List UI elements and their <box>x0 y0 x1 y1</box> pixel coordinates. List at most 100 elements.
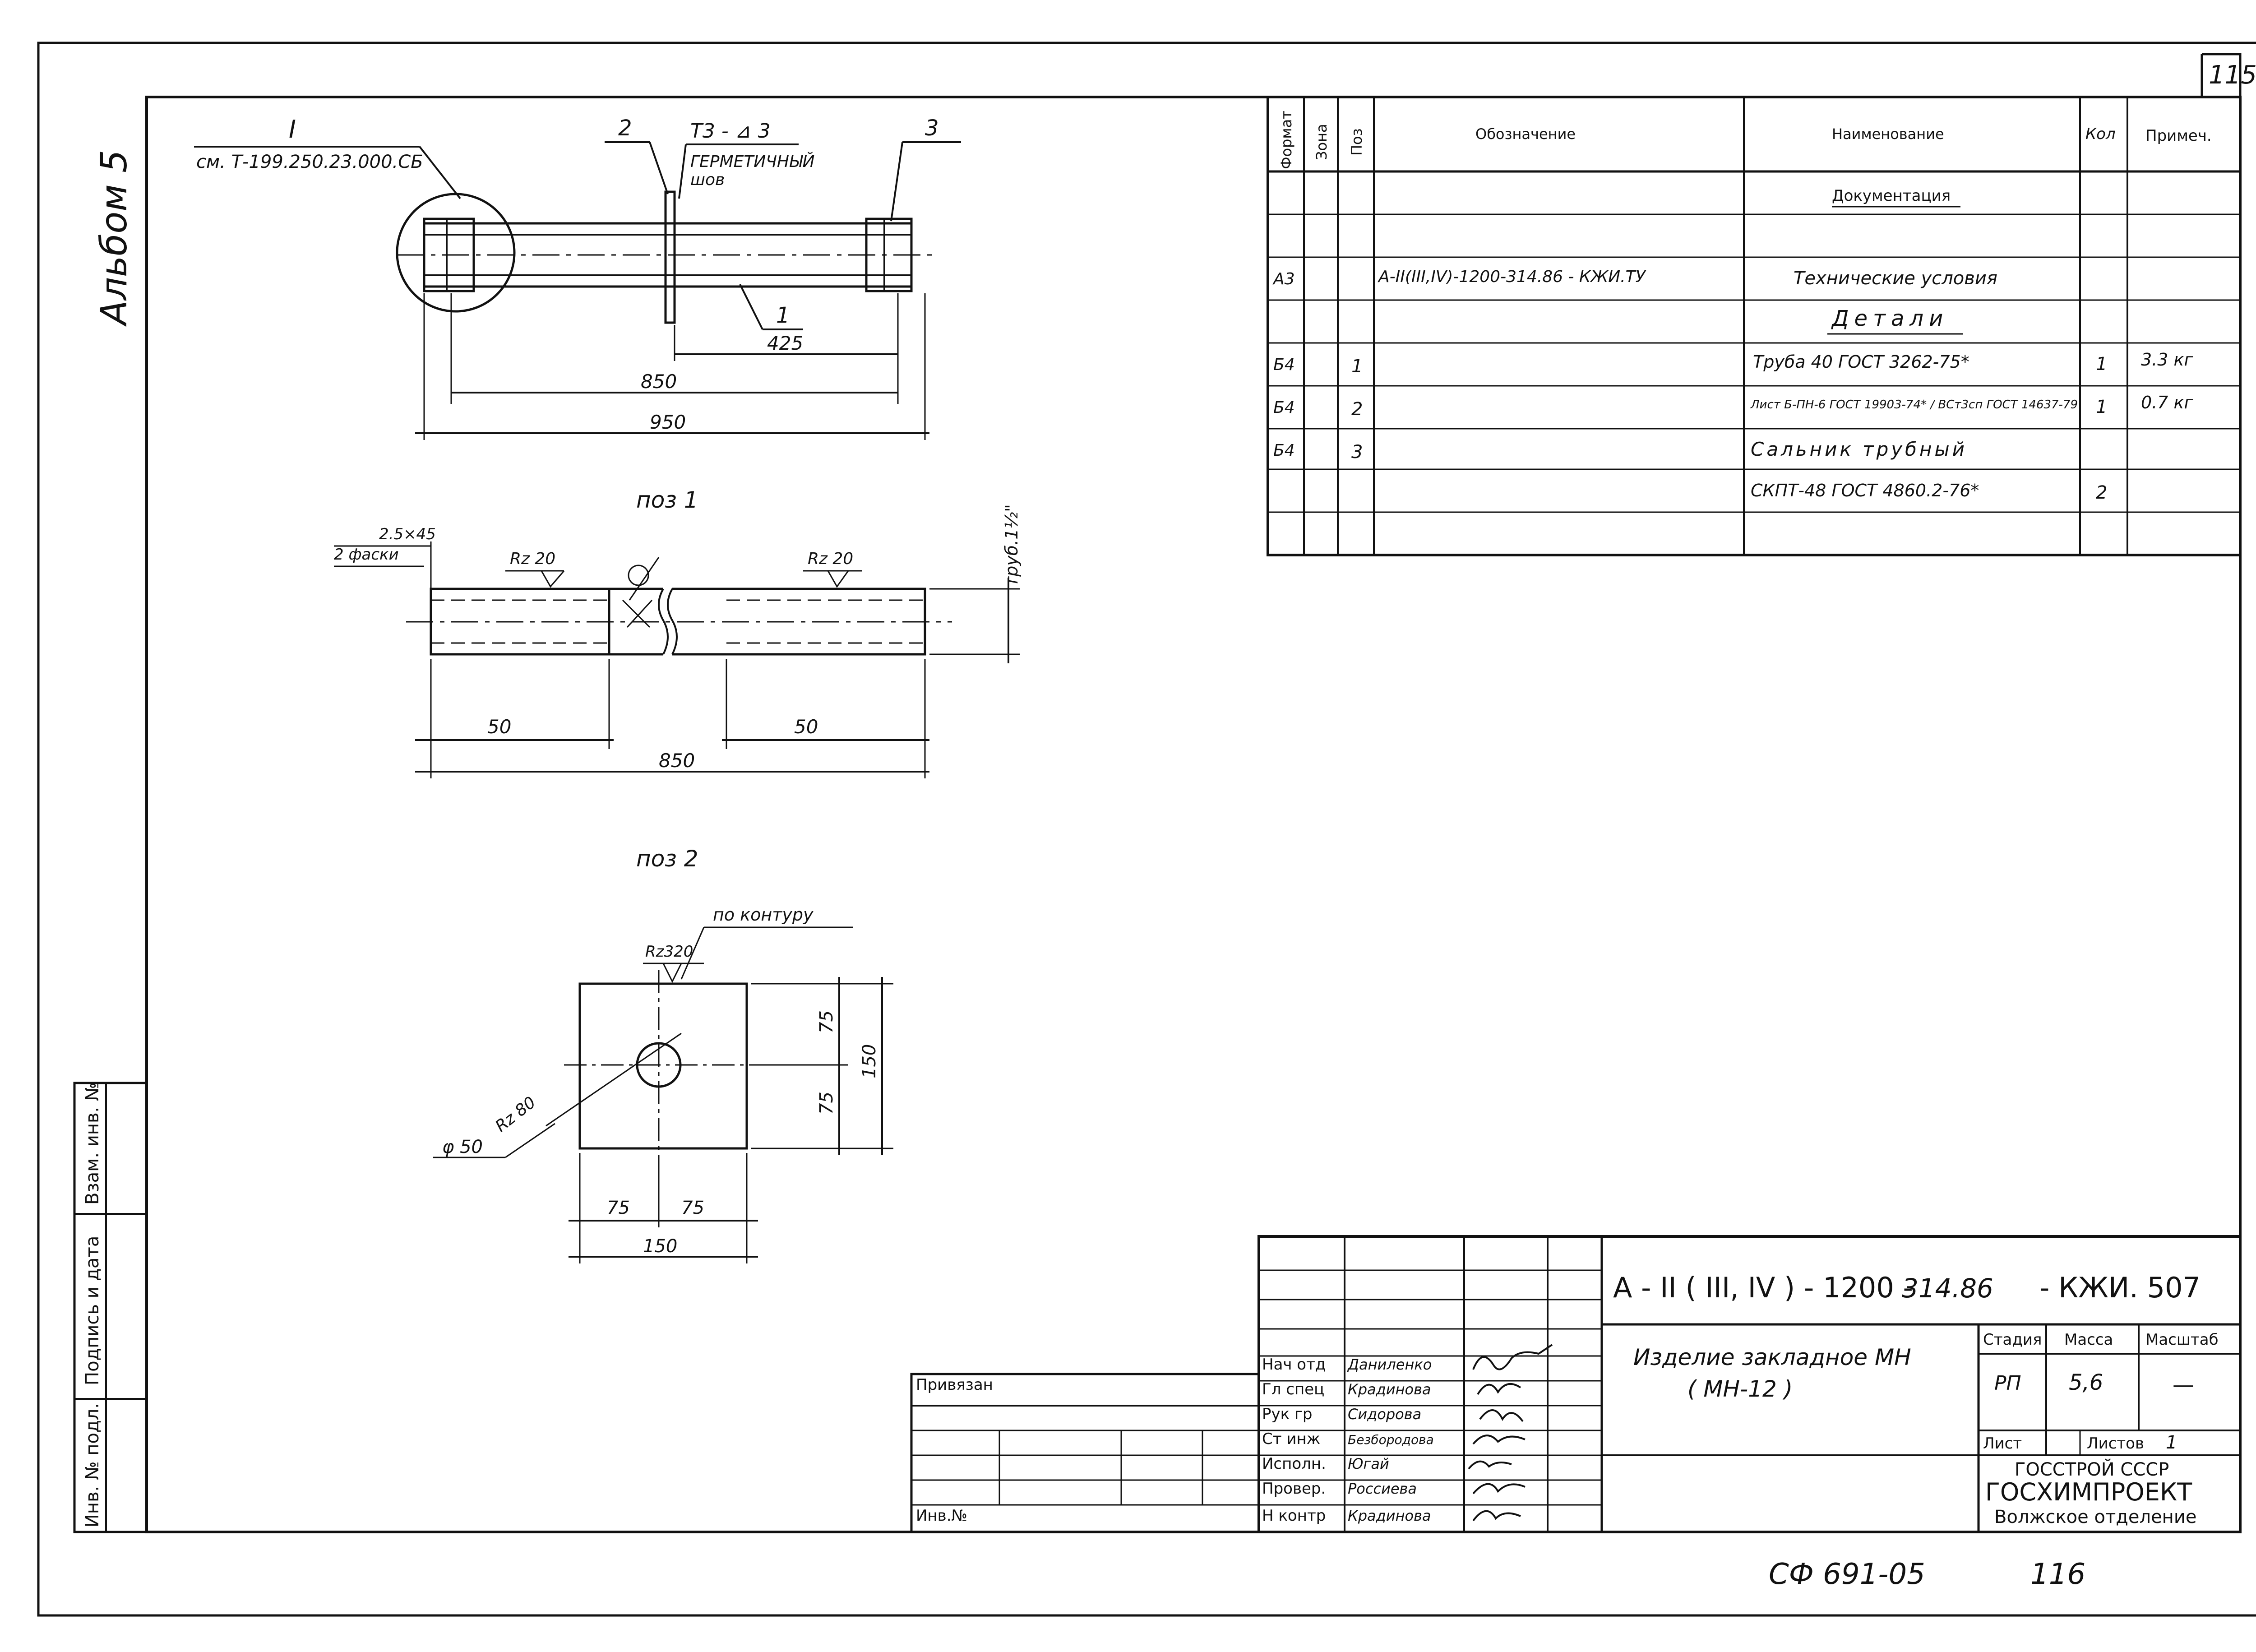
stamp-sheets-value: 1 <box>2166 1432 2177 1453</box>
strip-label-inventory: Инв. № подл. <box>82 1403 103 1527</box>
spec-row-3-name: Детали <box>1831 306 1948 331</box>
stamp-org-3: Волжское отделение <box>1994 1507 2196 1527</box>
spec-header-format: Формат <box>1278 111 1295 169</box>
pos2-dim-h-75-left: 75 <box>607 1198 630 1218</box>
sig-role-5: Провер. <box>1262 1480 1326 1498</box>
weld-symbol: Т3 - ⊿ 3 <box>690 120 771 143</box>
spec-row-2-name: Технические условия <box>1794 268 1997 289</box>
spec-row-6-format: Б4 <box>1273 441 1295 460</box>
stamp-title-line1: Изделие закладное МН <box>1633 1344 1911 1370</box>
stamp-stage: РП <box>1994 1372 2021 1395</box>
strip-label-signature: Подпись и дата <box>82 1236 103 1385</box>
spec-row-2-designation: А-II(III,IV)-1200-314.86 - КЖИ.ТУ <box>1378 268 1646 286</box>
spec-row-0-name: Документация <box>1832 187 1951 205</box>
sig-role-3: Ст инж <box>1262 1430 1320 1448</box>
album-label: Альбом 5 <box>93 150 135 327</box>
spec-row-6-pos: 3 <box>1351 442 1363 463</box>
spec-row-5-format: Б4 <box>1273 398 1295 417</box>
pos1-dim-850: 850 <box>659 750 695 772</box>
spec-table: Формат Зона Поз Обозначение Наименование… <box>1267 96 2242 556</box>
callout-3: 3 <box>925 116 939 141</box>
pos1-chamfer-2: 2 фаски <box>334 546 399 564</box>
pos2-dim-v-75-top: 75 <box>816 1010 837 1033</box>
pos2-view: поз 2 по контуру Rz320 Rz 80 φ 50 75 75 … <box>433 846 893 1263</box>
spec-row-5-name: Лист Б-ПН-6 ГОСТ 19903-74* / ВСт3сп ГОСТ… <box>1750 398 2078 412</box>
spec-header-name: Наименование <box>1832 125 1944 143</box>
sig-role-1: Гл спец <box>1262 1380 1324 1398</box>
spec-header-designation: Обозначение <box>1475 125 1576 143</box>
sig-role-2: Рук гр <box>1262 1405 1312 1423</box>
stamp-bound-label: Привязан <box>916 1376 993 1394</box>
stamp-sheet-label: Лист <box>1983 1435 2022 1453</box>
stamp-header-stage: Стадия <box>1983 1331 2042 1349</box>
stamp-org-2: ГОСХИМПРОЕКТ <box>1985 1478 2192 1506</box>
pos1-title: поз 1 <box>636 487 698 513</box>
stamp-title-line2: ( МН-12 ) <box>1687 1376 1793 1402</box>
pos1-roughness-right: Rz 20 <box>808 550 853 568</box>
spec-row-7-qty: 2 <box>2096 482 2107 503</box>
pos2-roughness-top: Rz320 <box>645 943 693 961</box>
spec-row-5-qty: 1 <box>2096 397 2107 417</box>
pos1-pipe-label: труб.1½" <box>1002 504 1022 587</box>
stamp-code-suffix: - КЖИ. 507 <box>2039 1271 2201 1304</box>
spec-header-qty: Кол <box>2085 125 2116 143</box>
pos2-title: поз 2 <box>636 846 698 872</box>
stamp-mass: 5,6 <box>2069 1370 2103 1395</box>
sig-role-0: Нач отд <box>1262 1356 1326 1374</box>
pos2-dim-h-150: 150 <box>643 1236 677 1257</box>
stamp-scale: — <box>2173 1372 2194 1397</box>
sig-role-6: Н контр <box>1262 1507 1326 1525</box>
stamp-code-prefix: А - II ( III, IV ) - 1200 - <box>1613 1271 1913 1304</box>
sig-name-1: Крадинова <box>1348 1381 1431 1398</box>
sig-name-0: Даниленко <box>1347 1356 1432 1373</box>
sig-name-2: Сидорова <box>1348 1406 1421 1423</box>
stamp-org-1: ГОССТРОЙ СССР <box>2015 1458 2169 1480</box>
spec-row-4-name: Труба 40 ГОСТ 3262-75* <box>1753 352 1969 372</box>
callout-1: 1 <box>776 303 790 328</box>
spec-row-4-pos: 1 <box>1351 356 1363 377</box>
pos2-plate <box>578 982 748 1150</box>
sig-name-6: Крадинова <box>1348 1507 1431 1524</box>
pos1-dim-50-left: 50 <box>487 716 511 738</box>
stamp-sheets-label: Листов <box>2087 1435 2144 1453</box>
spec-row-5-note: 0.7 кг <box>2141 393 2193 412</box>
spec-row-7-name: СКПТ-48 ГОСТ 4860.2-76* <box>1751 481 1979 500</box>
outer-frame <box>37 42 2256 1617</box>
pos1-view: поз 1 2.5×45 2 фаски Rz 20 Rz 20 труб.1½… <box>334 487 1022 778</box>
sheet-number-box <box>2201 53 2242 97</box>
pos2-roughness-hole: Rz 80 <box>492 1093 539 1136</box>
spec-row-2-format: А3 <box>1272 270 1295 288</box>
spec-header-note: Примеч. <box>2145 127 2212 145</box>
dim-950: 950 <box>650 411 686 433</box>
spec-row-4-qty: 1 <box>2096 354 2107 375</box>
stamp-header-mass: Масса <box>2064 1331 2113 1349</box>
signature-scribbles <box>1468 1344 1553 1522</box>
strip-label-replaced: Взам. инв. № <box>82 1082 103 1205</box>
spec-row-4-format: Б4 <box>1273 356 1295 374</box>
dim-425: 425 <box>767 332 803 354</box>
detail-circle <box>396 193 516 313</box>
left-strip: Взам. инв. № Подпись и дата Инв. № подл. <box>73 1082 148 1533</box>
pos2-dim-h-75-right: 75 <box>681 1198 704 1218</box>
spec-header-pos: Поз <box>1348 128 1365 156</box>
stamp-code-number: 314.86 <box>1902 1273 1993 1304</box>
weld-note-2: шов <box>690 171 725 189</box>
dim-850-top: 850 <box>641 370 677 393</box>
sig-name-3: Безбородова <box>1348 1432 1434 1447</box>
footer-number: 116 <box>2030 1558 2085 1591</box>
stamp-header-scale: Масштаб <box>2145 1331 2219 1349</box>
weld-note-1: ГЕРМЕТИЧНЫЙ <box>690 152 814 171</box>
spec-header-zone: Зона <box>1313 124 1330 160</box>
title-block: А - II ( III, IV ) - 1200 - 314.86 - КЖИ… <box>910 1235 2242 1533</box>
pos1-dim-50-right: 50 <box>794 716 818 738</box>
pos2-dim-v-75-bottom: 75 <box>816 1092 837 1115</box>
pos2-contour-note: по контуру <box>713 905 814 925</box>
spec-row-5-pos: 2 <box>1351 399 1363 420</box>
callout-2: 2 <box>618 116 632 141</box>
pos2-dim-v-150: 150 <box>859 1044 880 1078</box>
detail-ref: см. Т-199.250.23.000.СБ <box>196 152 423 172</box>
spec-row-6-name: Сальник трубный <box>1751 438 1967 460</box>
sig-name-5: Россиева <box>1348 1480 1417 1497</box>
assembly-view: I см. Т-199.250.23.000.СБ 2 3 1 Т3 - ⊿ 3… <box>194 115 961 440</box>
